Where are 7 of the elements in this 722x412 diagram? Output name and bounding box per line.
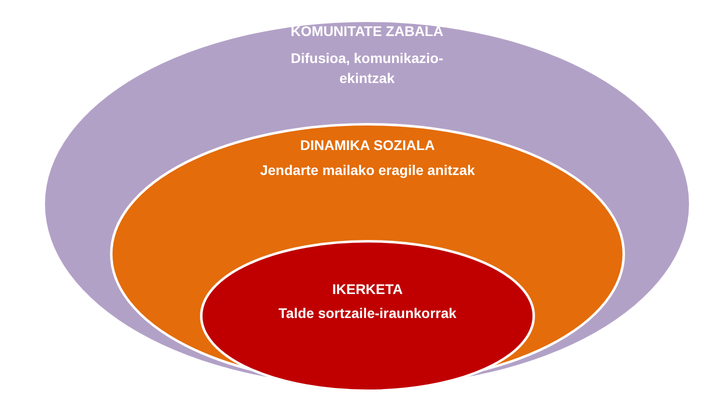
- ellipse-heading: KOMUNITATE ZABALA: [290, 22, 444, 41]
- ellipse-heading: DINAMIKA SOZIALA: [299, 136, 436, 155]
- ellipse-text: Talde sortzaile-iraunkorrak: [278, 304, 458, 323]
- ellipse-text: Difusioa, komunikazio-ekintzak: [290, 49, 444, 88]
- inner-ellipse: [200, 240, 535, 392]
- ellipse-text: Jendarte mailako eragile anitzak: [259, 161, 476, 180]
- ellipse-heading: IKERKETA: [331, 280, 404, 299]
